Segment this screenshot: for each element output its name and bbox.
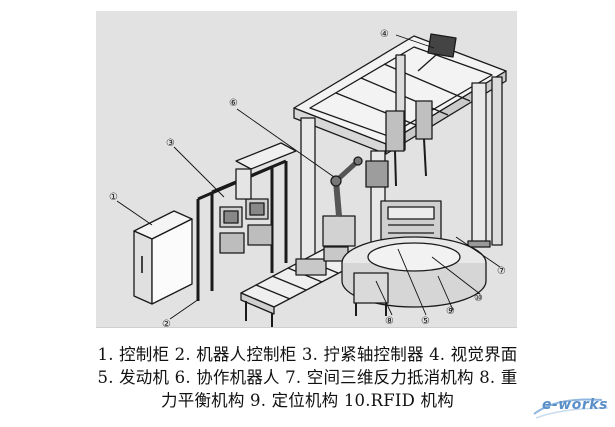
- caption-line-3: 力平衡机构 9. 定位机构 10.RFID 机构: [161, 391, 454, 410]
- callout-group: ① ② ③ ④ ⑤ ⑥ ⑦ ⑧ ⑨ ⑩: [109, 29, 506, 327]
- caption-line-2: 5. 发动机 6. 协作机器人 7. 空间三维反力抵消机构 8. 重: [97, 368, 518, 387]
- watermark-text: e-works: [542, 397, 608, 413]
- caption-line-1: 1. 控制柜 2. 机器人控制柜 3. 拧紧轴控制器 4. 视觉界面: [97, 345, 518, 364]
- callout-10: ⑩: [474, 293, 483, 304]
- equipment-drawing: ① ② ③ ④ ⑤ ⑥ ⑦ ⑧ ⑨ ⑩: [109, 29, 507, 327]
- watermark-swoosh-icon: [533, 398, 609, 419]
- figure-caption: 1. 控制柜 2. 机器人控制柜 3. 拧紧轴控制器 4. 视觉界面 5. 发动…: [0, 343, 615, 412]
- conveyor-line: [240, 246, 359, 327]
- callout-7: ⑦: [497, 266, 506, 277]
- callout-4: ④: [380, 29, 389, 40]
- vision-monitor: [417, 33, 457, 72]
- gravity-balance: [353, 272, 389, 316]
- callout-8: ⑧: [385, 316, 394, 327]
- callout-5: ⑤: [421, 316, 430, 327]
- callout-2: ②: [162, 319, 171, 327]
- reaction-force-mechanism: [365, 100, 433, 188]
- equipment-diagram: ① ② ③ ④ ⑤ ⑥ ⑦ ⑧ ⑨ ⑩: [96, 11, 517, 328]
- leader-lines: [116, 34, 501, 320]
- collaborative-robot: [322, 156, 363, 247]
- callout-9: ⑨: [446, 306, 455, 317]
- control-cabinet: [133, 210, 193, 305]
- callout-6: ⑥: [229, 98, 238, 109]
- callout-3: ③: [166, 138, 175, 149]
- eworks-watermark: e-works: [532, 394, 610, 420]
- tightening-controller: [223, 202, 265, 224]
- callout-1: ①: [109, 192, 118, 203]
